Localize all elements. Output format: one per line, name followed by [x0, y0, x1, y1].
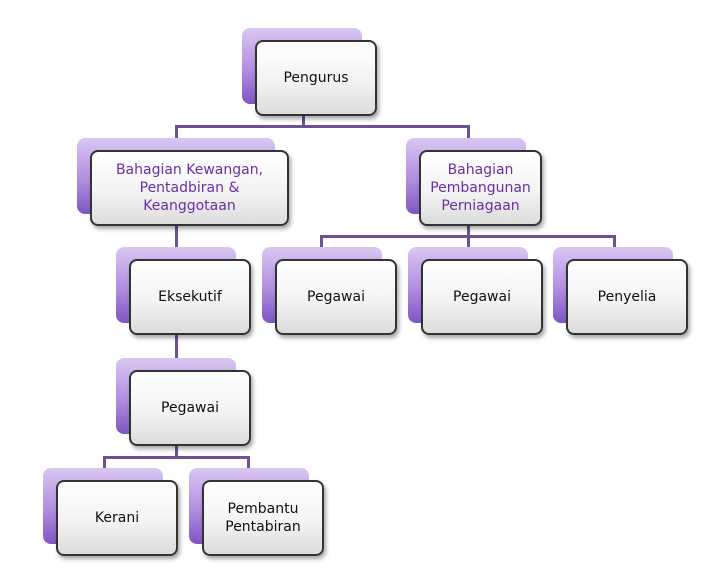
- connector-business-down: [467, 222, 470, 237]
- business-dept-box: Bahagian Pembangunan Perniagaan: [419, 150, 542, 226]
- business-officer-2-label: Pegawai: [453, 289, 511, 305]
- connector-to-business-officer-1: [320, 235, 323, 249]
- connector-officer-down: [175, 446, 178, 458]
- admin-assistant-box: Pembantu Pentabiran: [202, 480, 324, 556]
- connector-to-business-officer-2: [467, 235, 470, 249]
- supervisor-label: Penyelia: [597, 289, 657, 305]
- clerk-label: Kerani: [94, 510, 140, 526]
- finance-dept-label: Bahagian Kewangan, Pentadbiran & Keanggo…: [115, 162, 264, 214]
- finance-officer-box: Pegawai: [129, 370, 251, 446]
- supervisor-box: Penyelia: [566, 259, 688, 335]
- business-dept-label: Bahagian Pembangunan Perniagaan: [430, 162, 531, 214]
- connector-root-down: [302, 114, 305, 127]
- connector-to-business: [467, 125, 470, 140]
- connector-to-supervisor: [613, 235, 616, 249]
- connector-finance-to-executive: [175, 225, 178, 250]
- executive-box: Eksekutif: [129, 259, 251, 335]
- connector-to-clerk: [103, 456, 106, 468]
- business-officer-1-label: Pegawai: [307, 289, 365, 305]
- business-officer-1-box: Pegawai: [275, 259, 397, 335]
- root-box: Pengurus: [255, 40, 377, 116]
- connector-to-admin-assistant: [247, 456, 250, 468]
- business-officer-2-box: Pegawai: [421, 259, 543, 335]
- connector-to-finance: [175, 125, 178, 140]
- connector-level1-bar: [175, 125, 470, 128]
- finance-dept-box: Bahagian Kewangan, Pentadbiran & Keanggo…: [90, 150, 289, 226]
- admin-assistant-label: Pembantu Pentabiran: [225, 501, 301, 535]
- connector-executive-to-officer: [175, 333, 178, 361]
- finance-officer-label: Pegawai: [161, 400, 219, 416]
- root-label: Pengurus: [283, 70, 349, 86]
- executive-label: Eksekutif: [158, 289, 222, 305]
- connector-level4-bar: [103, 456, 250, 459]
- clerk-box: Kerani: [56, 480, 178, 556]
